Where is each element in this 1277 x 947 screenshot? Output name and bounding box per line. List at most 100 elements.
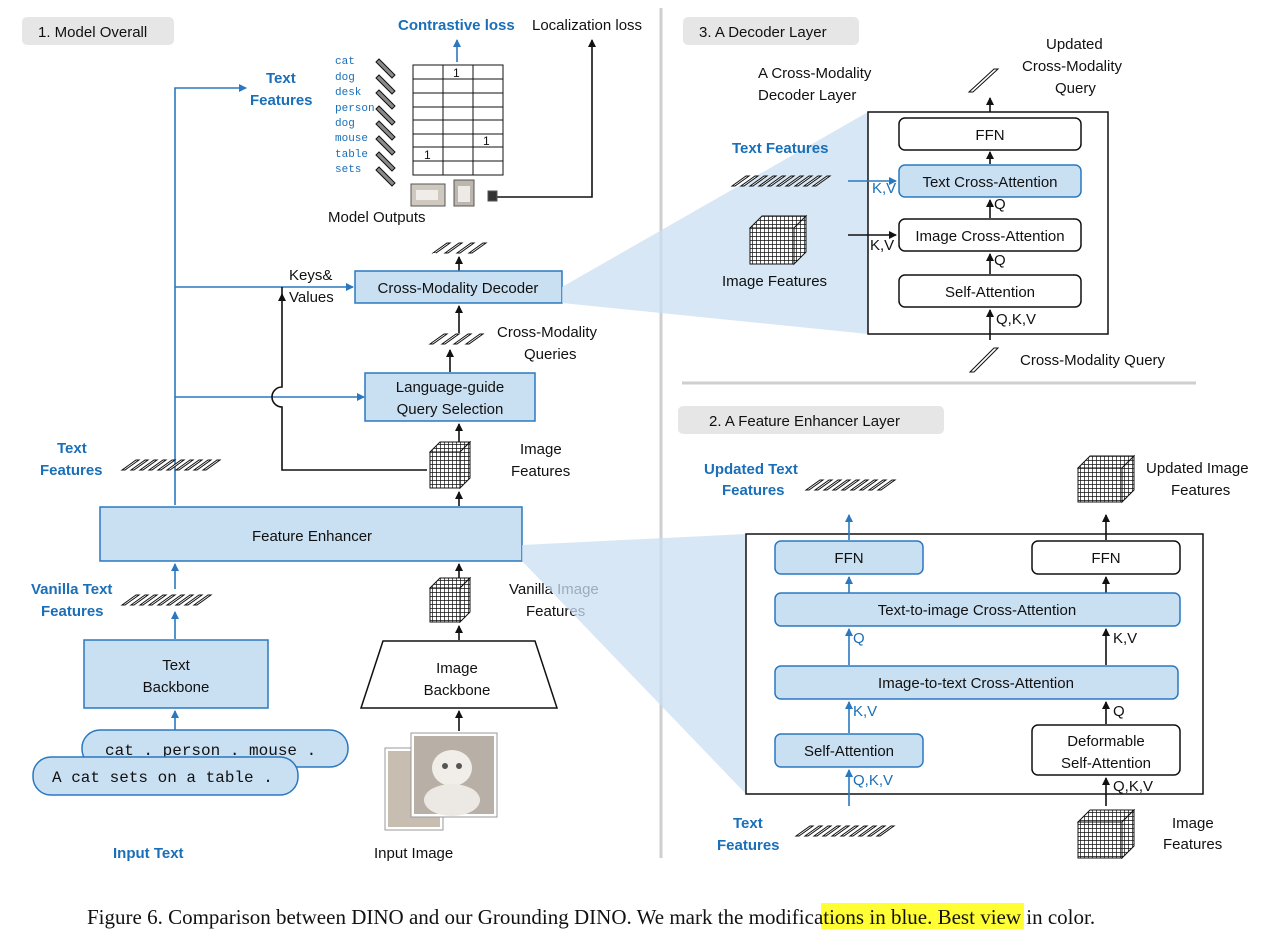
svg-text:Self-Attention: Self-Attention bbox=[1061, 755, 1151, 772]
svg-text:2. A Feature Enhancer Layer: 2. A Feature Enhancer Layer bbox=[709, 413, 900, 430]
svg-text:Query: Query bbox=[1055, 80, 1096, 97]
svg-text:dog: dog bbox=[335, 118, 355, 130]
language-guide-query-selection-label: Language-guide bbox=[396, 379, 504, 396]
vanilla-text-tokens bbox=[121, 594, 212, 606]
input-text-label: Input Text bbox=[113, 845, 184, 862]
svg-text:Features: Features bbox=[511, 463, 570, 480]
cross-modality-queries-label: Cross-Modality bbox=[497, 324, 598, 341]
svg-text:Text-to-image Cross-Attention: Text-to-image Cross-Attention bbox=[878, 602, 1076, 619]
text-features-mid-label: Text bbox=[57, 440, 87, 457]
decoder-image-features-label: Image Features bbox=[722, 273, 827, 290]
text-backbone-box bbox=[83, 639, 269, 709]
input-image-label: Input Image bbox=[374, 845, 453, 862]
svg-text:Queries: Queries bbox=[524, 346, 577, 363]
cross-modality-query-label: Cross-Modality Query bbox=[1020, 352, 1166, 369]
svg-text:1: 1 bbox=[483, 134, 490, 148]
section-header-feature-enhancer: 2. A Feature Enhancer Layer bbox=[678, 406, 944, 434]
svg-text:Image-to-text Cross-Attention: Image-to-text Cross-Attention bbox=[878, 675, 1074, 692]
enhancer-input-image-cube bbox=[1076, 808, 1136, 860]
decoder-layer-title: A Cross-Modality bbox=[758, 65, 872, 82]
svg-text:Backbone: Backbone bbox=[424, 682, 491, 699]
input-image-thumbnails bbox=[384, 732, 498, 831]
localization-loss-label: Localization loss bbox=[532, 17, 642, 34]
cross-modality-decoder-label: Cross-Modality Decoder bbox=[378, 280, 539, 297]
svg-text:FFN: FFN bbox=[1091, 550, 1120, 567]
decoder-text-features-label: Text Features bbox=[732, 140, 828, 157]
decoder-self-attention-box bbox=[898, 274, 1082, 308]
enhancer-text-features-label: Text bbox=[733, 815, 763, 832]
svg-text:dog: dog bbox=[335, 72, 355, 84]
similarity-matrix bbox=[412, 64, 504, 176]
feature-enhancer-label: Feature Enhancer bbox=[252, 528, 372, 545]
svg-text:K,V: K,V bbox=[1113, 630, 1137, 647]
svg-text:Features: Features bbox=[40, 462, 103, 479]
text-to-image-cross-attention-box bbox=[774, 592, 1181, 627]
svg-text:1: 1 bbox=[453, 66, 460, 80]
svg-text:mouse: mouse bbox=[335, 133, 368, 145]
cross-modality-query-token bbox=[968, 347, 1000, 373]
text-features-top-label: Text bbox=[266, 70, 296, 87]
vanilla-image-features-cube bbox=[428, 576, 472, 624]
svg-text:cat: cat bbox=[335, 56, 355, 68]
image-features-to-decoder-arrow bbox=[271, 293, 427, 471]
text-features-skip-arrow bbox=[174, 84, 247, 505]
text-backbone-label: Text bbox=[162, 657, 190, 674]
section-header-decoder-layer: 3. A Decoder Layer bbox=[683, 17, 859, 45]
svg-text:Values: Values bbox=[289, 289, 334, 306]
decoder-image-features-cube bbox=[748, 214, 808, 266]
token-bars bbox=[375, 58, 396, 187]
svg-text:sets: sets bbox=[335, 164, 361, 176]
svg-text:FFN: FFN bbox=[834, 550, 863, 567]
image-features-label: Image bbox=[520, 441, 562, 458]
svg-text:Q,K,V: Q,K,V bbox=[996, 311, 1036, 328]
enhancer-image-ffn-box bbox=[1031, 540, 1181, 575]
decoder-ffn-box bbox=[898, 117, 1082, 151]
enhancer-image-features-label: Image bbox=[1172, 815, 1214, 832]
decoder-zoom-wedge bbox=[562, 112, 868, 334]
svg-text:table: table bbox=[335, 149, 368, 161]
language-guide-query-selection-box bbox=[364, 372, 536, 422]
svg-text:Text Cross-Attention: Text Cross-Attention bbox=[922, 174, 1057, 191]
svg-text:1: 1 bbox=[424, 148, 431, 162]
svg-text:3. A Decoder Layer: 3. A Decoder Layer bbox=[699, 24, 827, 41]
svg-text:Q: Q bbox=[994, 196, 1006, 213]
token-list: cat dog desk person dog mouse table sets bbox=[335, 56, 375, 176]
svg-text:Self-Attention: Self-Attention bbox=[804, 743, 894, 760]
text-cross-attention-box bbox=[898, 164, 1082, 198]
output-crop-thumbnails bbox=[410, 179, 498, 207]
enhancer-self-attention-box bbox=[774, 733, 924, 768]
image-to-text-cross-attention-box bbox=[774, 665, 1179, 700]
caption-highlight bbox=[821, 903, 1024, 929]
keys-values-label: Keys& bbox=[289, 267, 332, 284]
svg-text:Query Selection: Query Selection bbox=[397, 401, 504, 418]
updated-text-tokens bbox=[805, 479, 896, 491]
updated-query-label: Updated bbox=[1046, 36, 1103, 53]
text-prompt-2: A cat sets on a table . bbox=[32, 756, 299, 796]
svg-text:Decoder Layer: Decoder Layer bbox=[758, 87, 856, 104]
feature-enhancer-box bbox=[99, 506, 523, 562]
image-backbone-box bbox=[359, 640, 559, 709]
svg-text:Features: Features bbox=[722, 482, 785, 499]
vanilla-text-features-label: Vanilla Text bbox=[31, 581, 112, 598]
svg-text:Image Cross-Attention: Image Cross-Attention bbox=[915, 228, 1064, 245]
svg-text:A cat sets on a table .: A cat sets on a table . bbox=[52, 769, 273, 787]
svg-text:1. Model Overall: 1. Model Overall bbox=[38, 24, 147, 41]
svg-text:Features: Features bbox=[1163, 836, 1222, 853]
deformable-self-attention-box bbox=[1031, 724, 1181, 776]
svg-text:Q: Q bbox=[1113, 703, 1125, 720]
updated-text-features-label: Updated Text bbox=[704, 461, 798, 478]
svg-text:desk: desk bbox=[335, 87, 362, 99]
contrastive-loss-label: Contrastive loss bbox=[398, 17, 515, 34]
cross-modality-queries bbox=[429, 333, 484, 345]
svg-text:K,V: K,V bbox=[853, 703, 877, 720]
updated-image-features-label: Updated Image bbox=[1146, 460, 1249, 477]
decoder-output-queries bbox=[432, 242, 487, 256]
localization-loss-arrow bbox=[497, 39, 596, 198]
figure-caption: Figure 6. Comparison between DINO and ou… bbox=[87, 905, 1095, 929]
svg-text:K,V: K,V bbox=[870, 237, 894, 254]
svg-text:cat . person . mouse .: cat . person . mouse . bbox=[105, 742, 316, 760]
svg-text:Self-Attention: Self-Attention bbox=[945, 284, 1035, 301]
image-cross-attention-box bbox=[898, 218, 1082, 252]
svg-text:person: person bbox=[335, 103, 375, 115]
